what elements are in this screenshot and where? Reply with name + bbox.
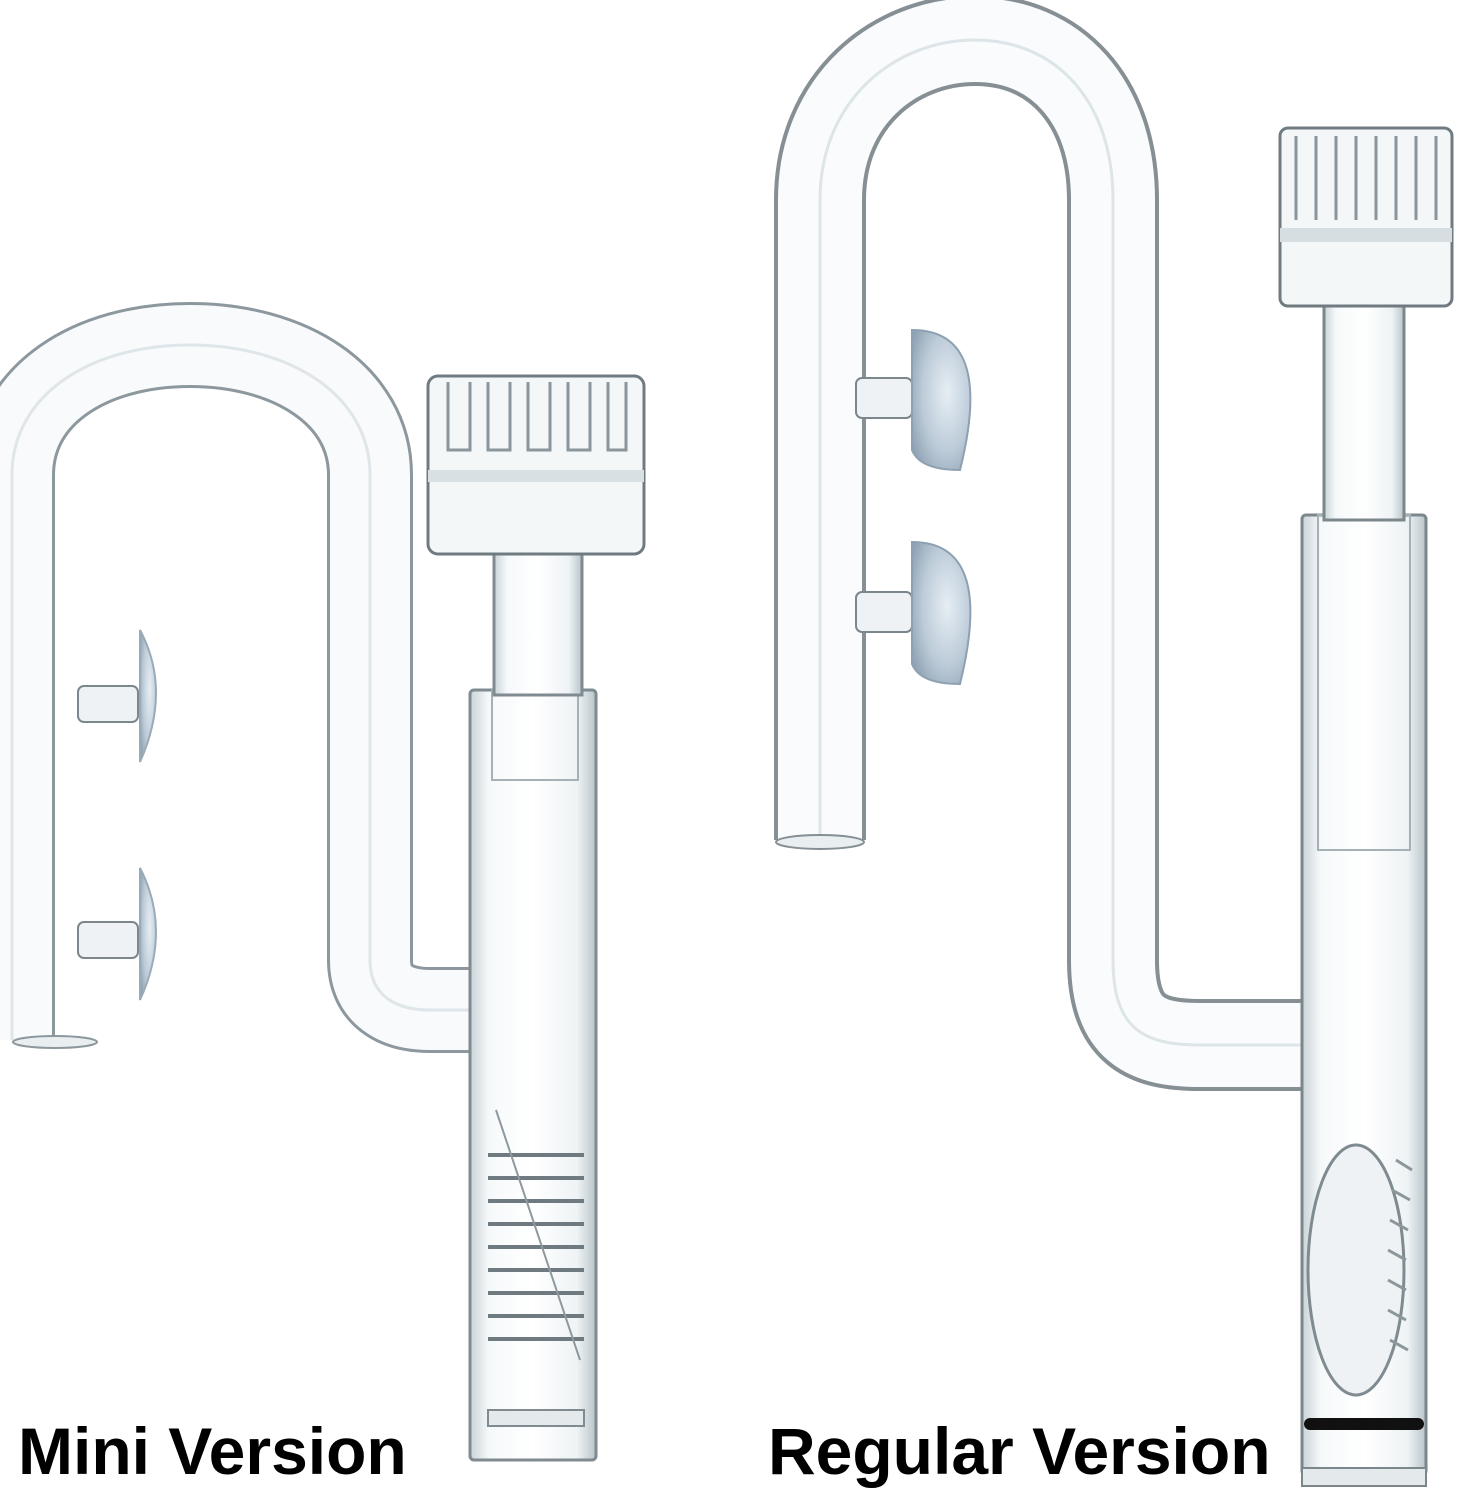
mini-suction-cup-upper — [77, 629, 157, 763]
regular-suction-cup-lower — [855, 540, 972, 686]
regular-oval-inlet — [1306, 1143, 1406, 1397]
regular-version-caption: Regular Version — [768, 1414, 1271, 1488]
regular-o-ring — [1304, 1418, 1424, 1430]
mini-version-caption: Mini Version — [18, 1414, 407, 1488]
mini-lily-pipe — [0, 301, 646, 1462]
regular-lily-pipe — [774, 0, 1454, 1487]
mini-skimmer-head — [426, 374, 646, 556]
mini-main-tube — [468, 688, 598, 1462]
regular-skimmer-head — [1278, 126, 1454, 308]
mini-suction-cup-lower — [77, 867, 157, 1001]
regular-spiral — [1387, 1158, 1413, 1352]
regular-suction-cup-upper — [855, 328, 972, 472]
mini-ribbed-inlet — [488, 1153, 584, 1341]
